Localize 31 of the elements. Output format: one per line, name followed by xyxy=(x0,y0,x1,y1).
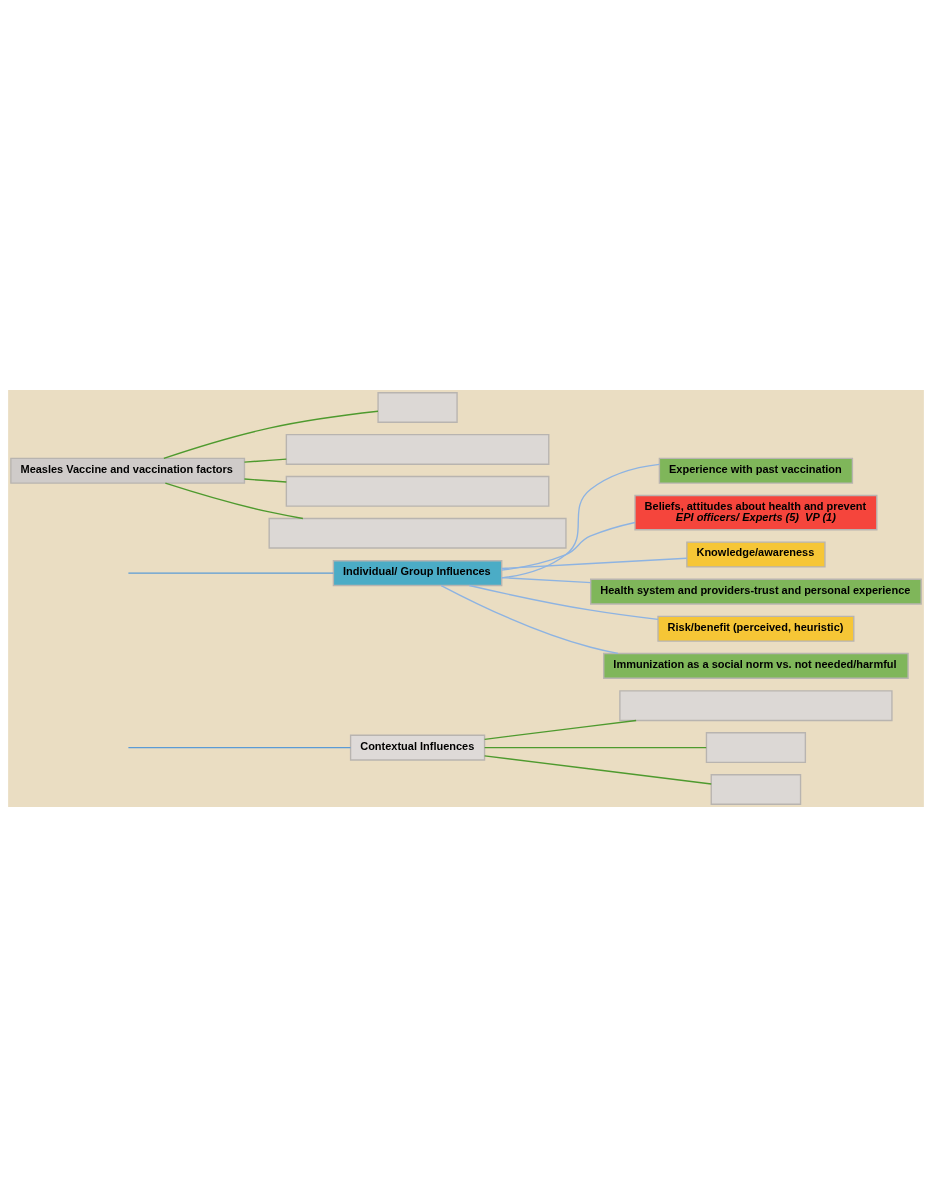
node-box: Immunization as a social norm vs. not needed/harmful xyxy=(603,652,909,679)
node-box xyxy=(710,774,802,805)
node-box xyxy=(268,517,567,549)
connector xyxy=(483,746,707,749)
connector xyxy=(468,584,659,621)
connector xyxy=(127,572,335,574)
node-box xyxy=(377,392,458,423)
connector xyxy=(163,410,379,459)
connector xyxy=(483,719,637,740)
node-box xyxy=(619,690,893,722)
node-box: Risk/benefit (perceived, heuristic) xyxy=(657,615,855,642)
connector xyxy=(440,584,619,655)
node-box: Measles Vaccine and vaccination factors xyxy=(10,457,246,484)
connector xyxy=(164,482,304,520)
node-box: Individual/ Group Influences xyxy=(332,560,503,587)
connector xyxy=(501,557,688,570)
node-box xyxy=(285,433,550,465)
connector xyxy=(243,478,288,483)
node-box xyxy=(705,732,807,764)
connector xyxy=(501,463,660,579)
connector xyxy=(501,577,592,584)
connector xyxy=(127,746,352,749)
connector xyxy=(243,458,288,463)
node-box: Health system and providers-trust and personal experience xyxy=(590,578,922,605)
node-box: Beliefs, attitudes about health and prevent EPI officers/ Experts (5) VP (1) xyxy=(634,494,878,531)
node-box xyxy=(285,475,550,507)
node-box: Contextual Influences xyxy=(349,734,486,761)
node-box: Knowledge/awareness xyxy=(686,541,826,568)
node-box: Experience with past vaccination xyxy=(658,457,854,484)
connector xyxy=(483,755,712,785)
connector xyxy=(501,521,636,571)
